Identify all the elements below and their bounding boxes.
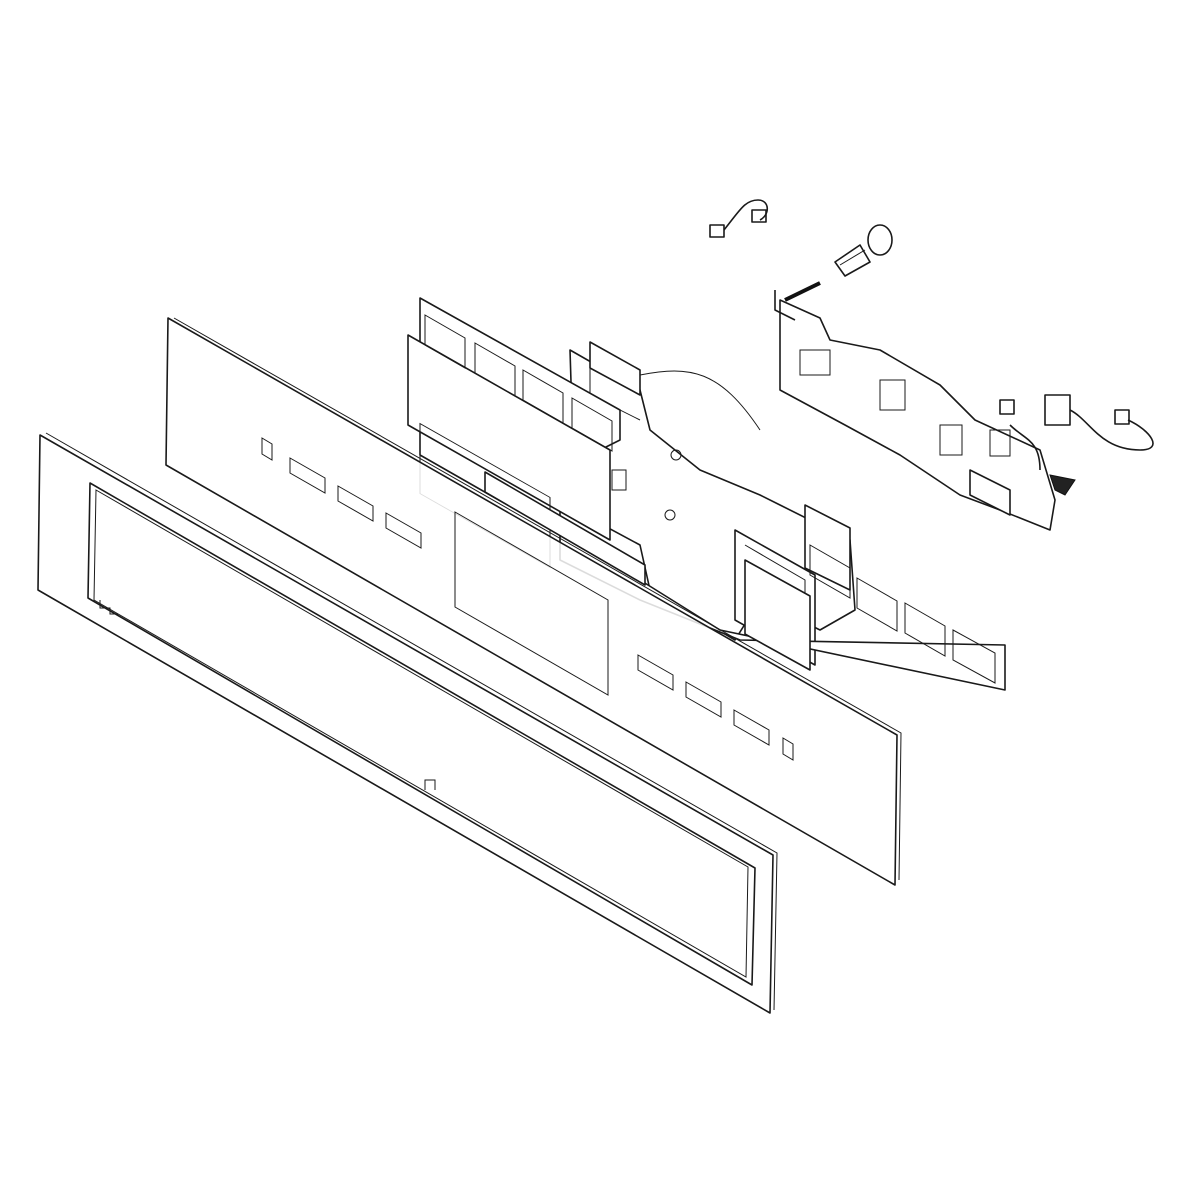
- front-frame: [37, 432, 778, 1014]
- screw-icon: [834, 224, 893, 277]
- glass-control-panel: [165, 317, 902, 886]
- wire-harness-top: [709, 199, 769, 238]
- button-cutouts-left: [261, 437, 422, 549]
- mounting-bracket: [774, 281, 1056, 531]
- display-window: [454, 511, 609, 696]
- keypad-membrane-board: [407, 297, 1006, 691]
- button-cutouts-right: [637, 654, 794, 761]
- keypad-cell-row-bottom: [809, 544, 996, 684]
- wire-harness-right: [999, 394, 1154, 496]
- keypad-cell-row-top: [424, 314, 613, 452]
